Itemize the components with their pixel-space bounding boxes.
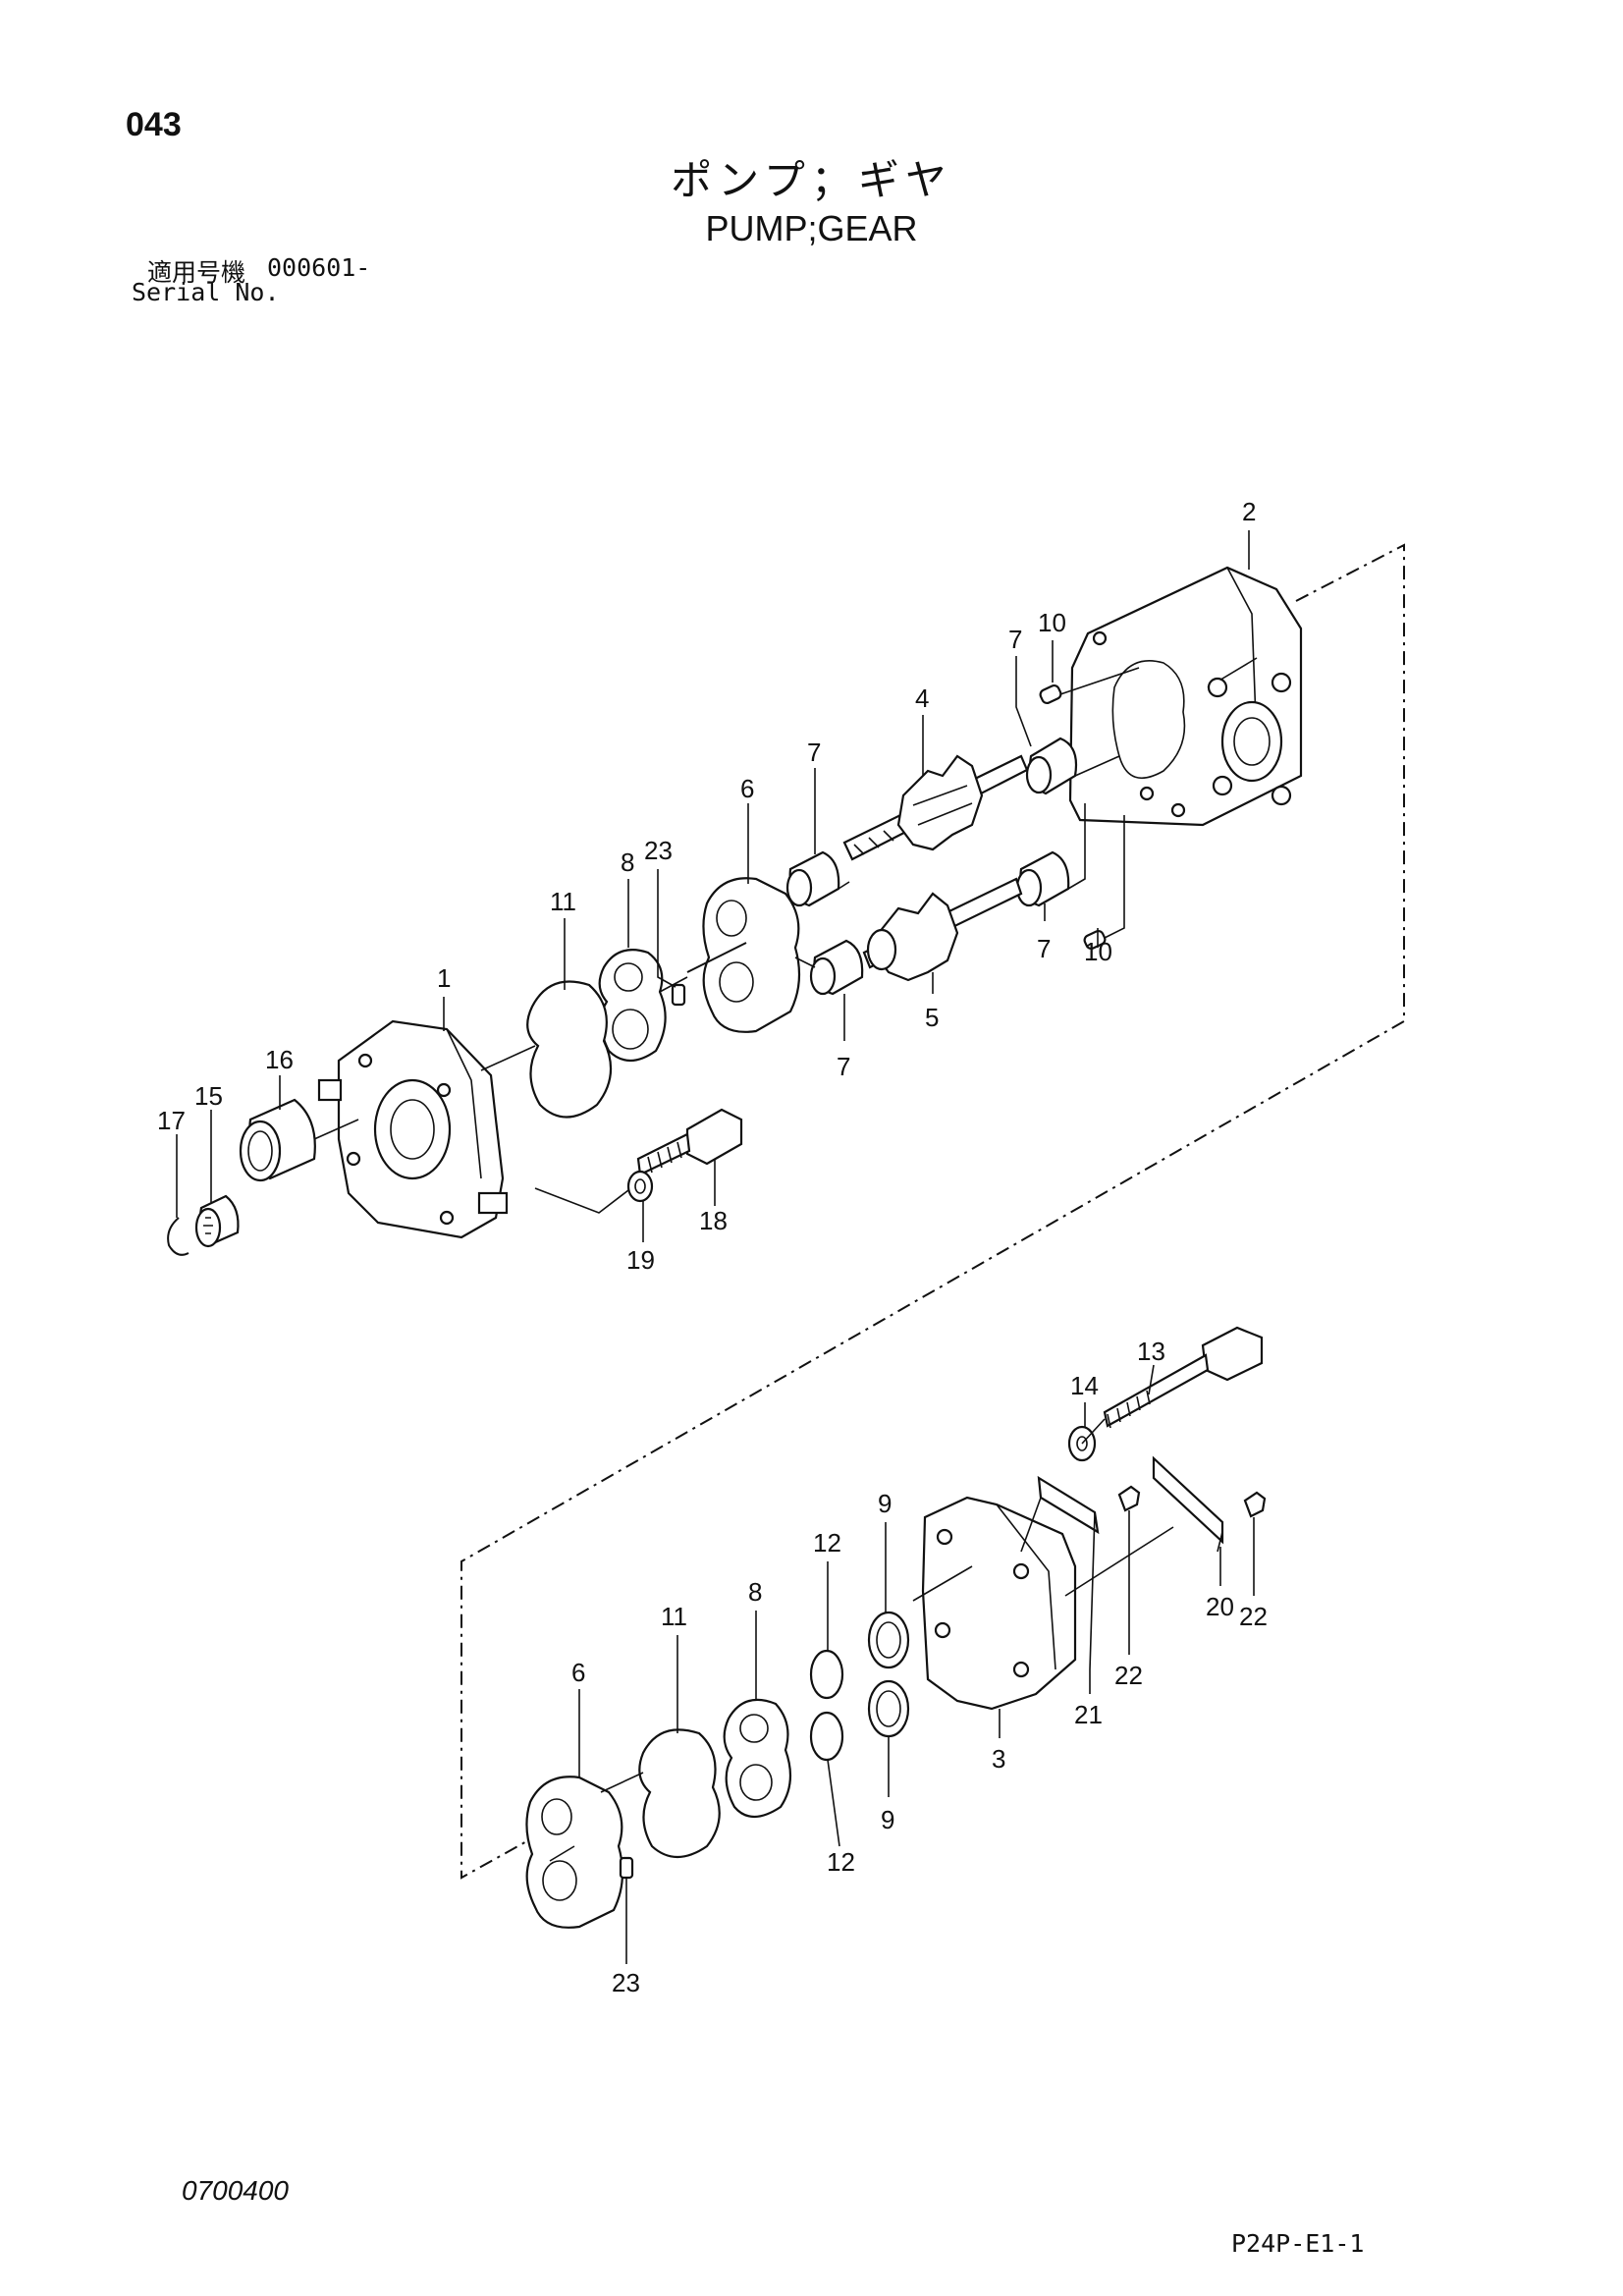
callout-7: 7 [1037, 934, 1051, 963]
callout-11: 11 [550, 887, 576, 916]
callout-13: 13 [1137, 1337, 1165, 1366]
part-19-washer [626, 1170, 654, 1203]
part-23-key-lower [619, 1856, 634, 1880]
callout-23: 23 [612, 1968, 640, 1997]
part-18-bolt [636, 1108, 743, 1176]
serial-number-value: 000601- [267, 253, 371, 282]
alignment-lines [313, 667, 1174, 1862]
callout-5: 5 [925, 1003, 939, 1032]
assembly-boundary-line [460, 543, 1405, 1880]
callout-3: 3 [992, 1744, 1005, 1774]
callout-17: 17 [157, 1106, 186, 1135]
part-7-bushings [785, 737, 1078, 996]
callout-6: 6 [740, 774, 754, 803]
callout-6: 6 [571, 1658, 585, 1687]
callout-9: 9 [881, 1805, 894, 1834]
callout-4: 4 [915, 683, 929, 713]
callout-15: 15 [194, 1081, 223, 1111]
callout-20: 20 [1206, 1592, 1234, 1621]
callout-2: 2 [1242, 497, 1256, 526]
part-6-bearing-block-upper [686, 877, 801, 1033]
serial-label-japanese: 適用号機 [147, 258, 246, 287]
callout-7: 7 [807, 738, 821, 767]
callout-8: 8 [748, 1577, 762, 1607]
part-4-drive-gear [842, 754, 1029, 861]
callout-7: 7 [837, 1052, 850, 1081]
callout-23: 23 [644, 836, 673, 865]
page-title-japanese: ポンプ；ギヤ [671, 156, 952, 204]
part-13-long-bolt [1103, 1326, 1264, 1429]
part-8-plate-lower [723, 1698, 792, 1819]
part-10-pins [1039, 683, 1107, 951]
callout-10: 10 [1038, 608, 1066, 637]
part-23-key-upper [671, 983, 686, 1007]
leader-lines [176, 530, 1255, 1964]
callout-7: 7 [1008, 625, 1022, 654]
callout-9: 9 [878, 1489, 892, 1518]
callout-8: 8 [621, 847, 634, 877]
callout-14: 14 [1070, 1371, 1099, 1400]
part-11-seal-lower [638, 1728, 721, 1858]
page-number: 043 [126, 106, 182, 143]
callout-labels: 2 10 7 4 7 6 23 8 11 1 7 10 5 7 16 15 17… [157, 497, 1268, 1997]
callout-12: 12 [827, 1847, 855, 1877]
part-3-rear-cover [921, 1496, 1077, 1711]
part-20-bracket [1152, 1455, 1224, 1553]
callout-11: 11 [661, 1602, 687, 1631]
callout-12: 12 [813, 1528, 841, 1558]
part-17-snap-ring [167, 1217, 189, 1256]
part-5-driven-gear [862, 877, 1023, 982]
document-code: 0700400 [182, 2175, 290, 2206]
sheet-reference: P24P-E1-1 [1231, 2229, 1365, 2258]
part-12-o-rings [809, 1649, 844, 1762]
callout-22: 22 [1239, 1602, 1268, 1631]
part-21-bracket [1037, 1475, 1100, 1670]
part-9-bushings-rear [867, 1611, 910, 1738]
callout-1: 1 [437, 963, 451, 993]
part-6-bearing-block-lower [525, 1776, 624, 1929]
callout-22: 22 [1114, 1661, 1143, 1690]
page-title-english: PUMP;GEAR [705, 208, 918, 248]
callout-10: 10 [1084, 937, 1112, 966]
callout-19: 19 [626, 1245, 655, 1275]
part-11-seal-upper [526, 980, 613, 1119]
part-15-coupling [194, 1194, 240, 1248]
part-1-front-cover [317, 1019, 509, 1239]
callout-21: 21 [1074, 1700, 1103, 1729]
serial-label-english: Serial No. [132, 278, 280, 306]
callout-18: 18 [699, 1206, 728, 1235]
part-8-plate-upper [598, 949, 667, 1063]
part-16-oil-seal [239, 1098, 316, 1182]
part-22-screws [1117, 1485, 1267, 1518]
callout-16: 16 [265, 1045, 294, 1074]
part-2-housing [1068, 566, 1303, 827]
